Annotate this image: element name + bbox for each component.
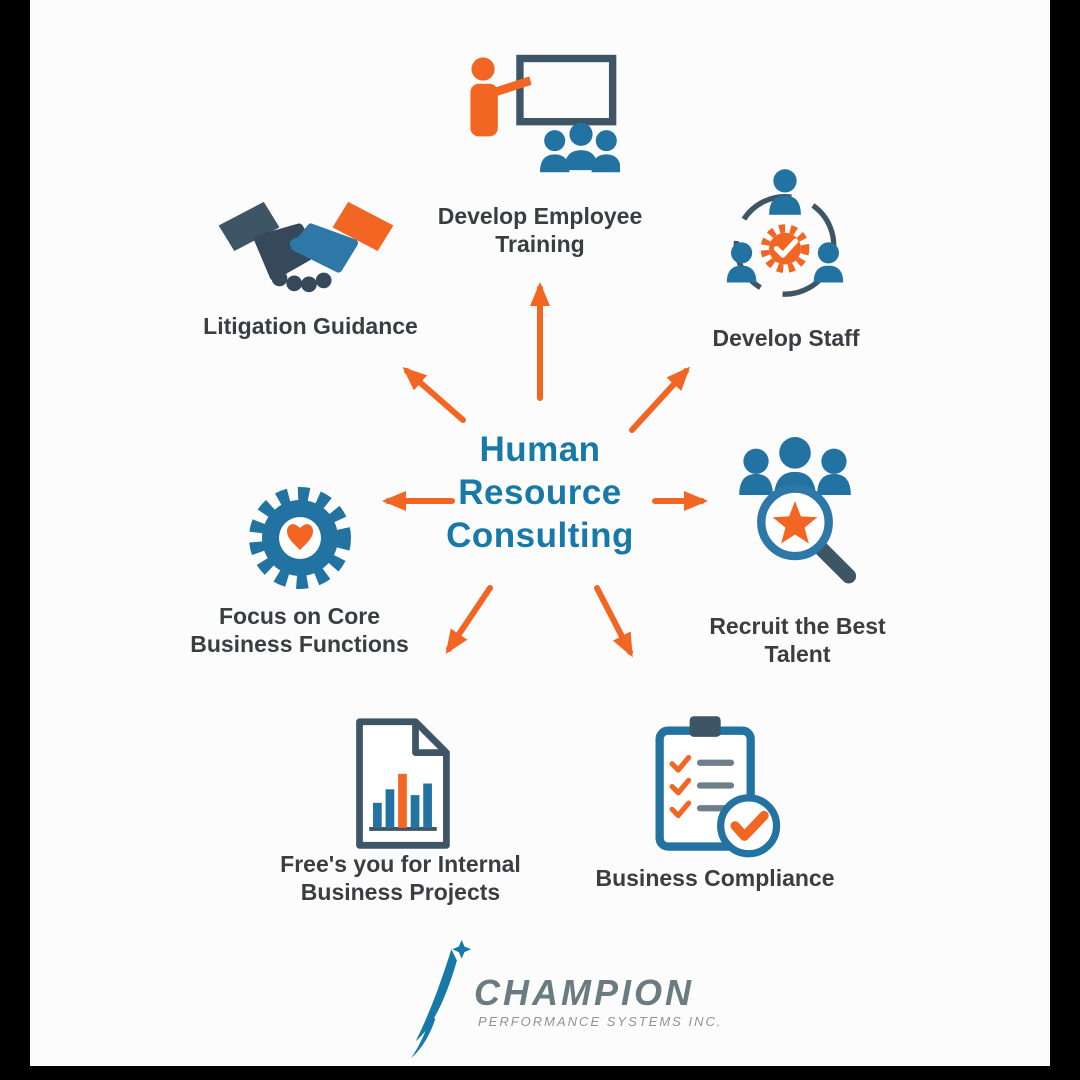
sparkle-icon bbox=[452, 939, 472, 959]
node-label-frees-you: Free's you for Internal Business Project… bbox=[280, 851, 521, 905]
recruitment-magnifier-icon bbox=[739, 437, 857, 584]
compliance-clipboard-icon bbox=[655, 716, 781, 858]
node-label-develop-training: Develop Employee Training bbox=[437, 203, 643, 257]
center-title: Human Resource Consulting bbox=[446, 430, 634, 555]
brand-swoosh-icon bbox=[410, 939, 472, 1059]
node-label-litigation: Litigation Guidance bbox=[203, 313, 418, 339]
brand-name: CHAMPION bbox=[474, 972, 694, 1013]
gear-heart-icon bbox=[249, 487, 351, 589]
brand-tagline: PERFORMANCE SYSTEMS INC. bbox=[478, 1014, 723, 1029]
node-label-compliance: Business Compliance bbox=[595, 865, 835, 891]
node-label-focus-core: Focus on Core Business Functions bbox=[190, 603, 409, 657]
node-label-recruit: Recruit the Best Talent bbox=[709, 613, 886, 667]
node-label-develop-staff: Develop Staff bbox=[712, 325, 860, 351]
team-gear-icon bbox=[726, 169, 844, 297]
document-chart-icon bbox=[356, 718, 450, 849]
handshake-icon bbox=[218, 201, 394, 293]
page-background bbox=[30, 0, 1050, 1066]
presentation-icon bbox=[470, 54, 620, 173]
